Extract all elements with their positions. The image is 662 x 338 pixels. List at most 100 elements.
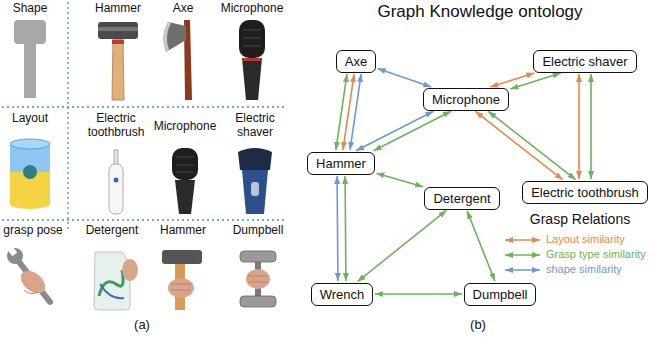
legend-swatch: [505, 254, 540, 256]
object-name: Dumpbell: [233, 224, 284, 238]
relation-arrow: [336, 74, 347, 150]
concept-node: Axe: [336, 50, 376, 73]
shape-silhouette: [14, 20, 46, 98]
hammer-picture: [112, 39, 124, 100]
toothbrush-picture: [114, 150, 118, 165]
toothbrush-picture: [109, 164, 123, 214]
legend-text: Grasp type similarity: [546, 248, 646, 261]
grid-separator: [2, 219, 286, 220]
dumbbell-grasp-picture: [240, 296, 276, 307]
dumbbell-grasp-picture: [246, 269, 270, 289]
legend-text: Layout similarity: [546, 233, 625, 246]
node-label: Hammer: [316, 156, 366, 171]
layout-cylinder: [10, 139, 50, 209]
panel-tag: (a): [134, 318, 150, 333]
legend-swatch: [505, 239, 540, 241]
object-name: Hammer: [95, 2, 141, 16]
dumbbell-grasp-picture: [240, 251, 276, 262]
relation-arrow: [475, 111, 562, 179]
node-label: Electric shaver: [542, 54, 627, 69]
concept-node: Electric shaver: [533, 50, 636, 73]
dumbbell-grasp-picture: [240, 251, 276, 307]
node-label: Detergent: [433, 191, 490, 206]
wrench-grasp-picture: [8, 247, 17, 256]
legend-title: Grasp Relations: [530, 211, 630, 227]
shape-silhouette: [14, 20, 46, 98]
relation-arrow: [490, 73, 534, 87]
relation-arrow: [336, 176, 338, 281]
microphone-picture: [172, 148, 198, 214]
relation-arrow: [358, 210, 447, 281]
shaver-picture: [251, 182, 259, 196]
relation-arrow: [510, 73, 560, 89]
relation-arrow: [375, 293, 462, 295]
row-label: Shape: [13, 2, 48, 16]
relation-arrow: [488, 111, 575, 179]
axe-picture: [163, 22, 186, 52]
microphone-picture: [239, 20, 265, 100]
legend-text: shape similarity: [546, 263, 622, 276]
detergent-picture: [99, 270, 123, 296]
concept-node: Wrench: [311, 283, 374, 306]
toothbrush-picture: [109, 150, 123, 214]
relation-arrow: [378, 68, 432, 87]
row-label: grasp pose: [3, 224, 62, 238]
microphone-picture: [176, 157, 194, 172]
microphone-picture: [239, 20, 265, 58]
wrench-grasp-picture: [24, 290, 38, 294]
hammer-grasp-picture: [162, 250, 202, 264]
relation-arrow: [376, 173, 423, 186]
detergent-picture: [94, 252, 130, 310]
shaver-picture: [238, 148, 272, 170]
object-name: Microphone: [154, 120, 217, 134]
node-label: Microphone: [432, 92, 500, 107]
concept-node: Detergent: [424, 187, 499, 210]
hammer-grasp-picture: [168, 278, 194, 298]
shaver-picture: [242, 170, 268, 214]
node-label: Dumpbell: [473, 287, 528, 302]
node-label: Electric toothbrush: [531, 185, 639, 200]
grid-separator: [2, 106, 286, 107]
concept-node: Dumpbell: [464, 283, 537, 306]
axe-picture: [163, 20, 192, 100]
axe-picture: [163, 22, 171, 52]
grid-separator: [2, 2, 286, 232]
microphone-picture: [243, 30, 261, 46]
object-name: Electric shaver: [225, 112, 285, 140]
relation-arrow: [578, 74, 580, 179]
detergent-picture: [100, 284, 124, 298]
relation-arrow: [356, 111, 433, 151]
hammer-grasp-picture: [162, 250, 202, 310]
dumbbell-grasp-picture: [248, 276, 268, 282]
object-name: Detergent: [86, 224, 139, 238]
microphone-picture: [172, 148, 198, 180]
concept-node: Electric toothbrush: [522, 181, 648, 204]
detergent-picture: [94, 252, 138, 310]
concept-node: Hammer: [307, 152, 375, 175]
concept-node: Microphone: [423, 88, 509, 111]
layout-cylinder: [10, 139, 50, 149]
layout-cylinder: [23, 165, 37, 179]
row-label: Layout: [12, 112, 48, 126]
relation-arrow: [374, 111, 451, 151]
object-name: Microphone: [221, 2, 284, 16]
detergent-picture: [122, 259, 138, 281]
hammer-grasp-picture: [171, 284, 191, 290]
microphone-picture: [242, 58, 262, 100]
microphone-picture: [175, 180, 195, 214]
node-label: Axe: [345, 54, 367, 69]
wrench-grasp-picture: [7, 248, 23, 264]
wrench-grasp-picture: [16, 266, 49, 298]
node-label: Wrench: [320, 287, 365, 302]
figure-title: Graph Knowledge ontology: [377, 2, 582, 22]
grid-separator: [67, 2, 68, 232]
hammer-picture: [98, 27, 138, 31]
panel-tag: (b): [470, 318, 486, 333]
relation-arrow: [590, 74, 592, 179]
microphone-picture: [243, 58, 261, 61]
wrench-grasp-picture: [16, 258, 50, 302]
legend-swatch: [505, 269, 540, 271]
hammer-picture: [98, 22, 138, 39]
toothbrush-picture: [114, 178, 119, 183]
